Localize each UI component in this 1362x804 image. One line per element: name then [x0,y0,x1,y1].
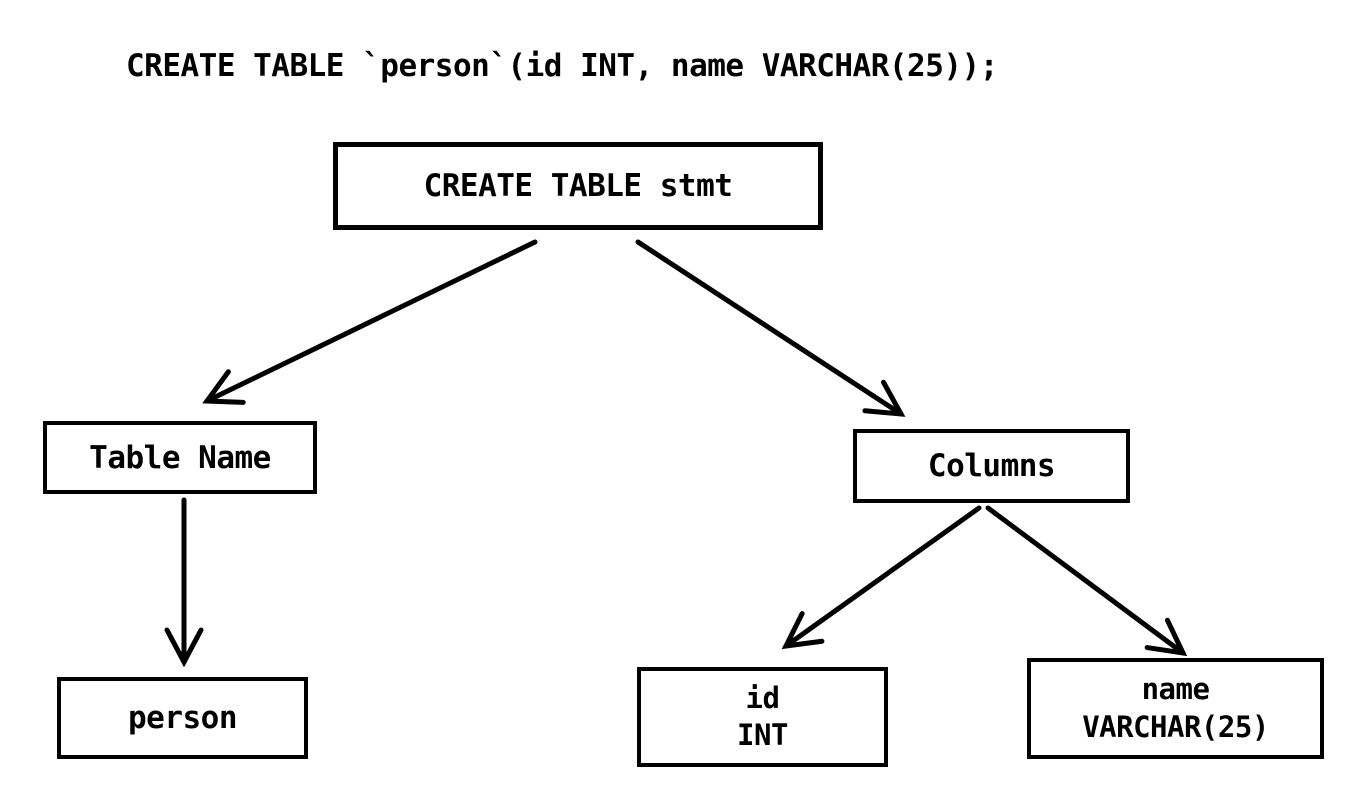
node-name-column: name VARCHAR(25) [1027,658,1324,759]
edge-root-to-table-name [202,239,538,405]
node-name-column-name: name [1141,672,1210,707]
node-columns-label: Columns [927,448,1056,484]
sql-statement-text: CREATE TABLE `person`(id INT, name VARCH… [126,48,998,84]
node-id-column-name: id [745,680,780,715]
edge-columns-to-id-column [781,505,982,650]
node-id-column-type: INT [737,718,788,752]
node-columns: Columns [853,429,1130,503]
node-table-name-label: Table Name [89,439,271,476]
edge-columns-to-name-column [985,505,1188,657]
node-create-table-stmt: CREATE TABLE stmt [333,142,823,230]
edge-root-to-columns [635,239,906,417]
node-person-label: person [128,700,237,736]
node-id-column: id INT [637,667,888,767]
node-create-table-stmt-label: CREATE TABLE stmt [423,168,733,204]
node-person: person [57,677,308,759]
node-name-column-type: VARCHAR(25) [1082,709,1269,744]
node-table-name: Table Name [43,421,317,494]
